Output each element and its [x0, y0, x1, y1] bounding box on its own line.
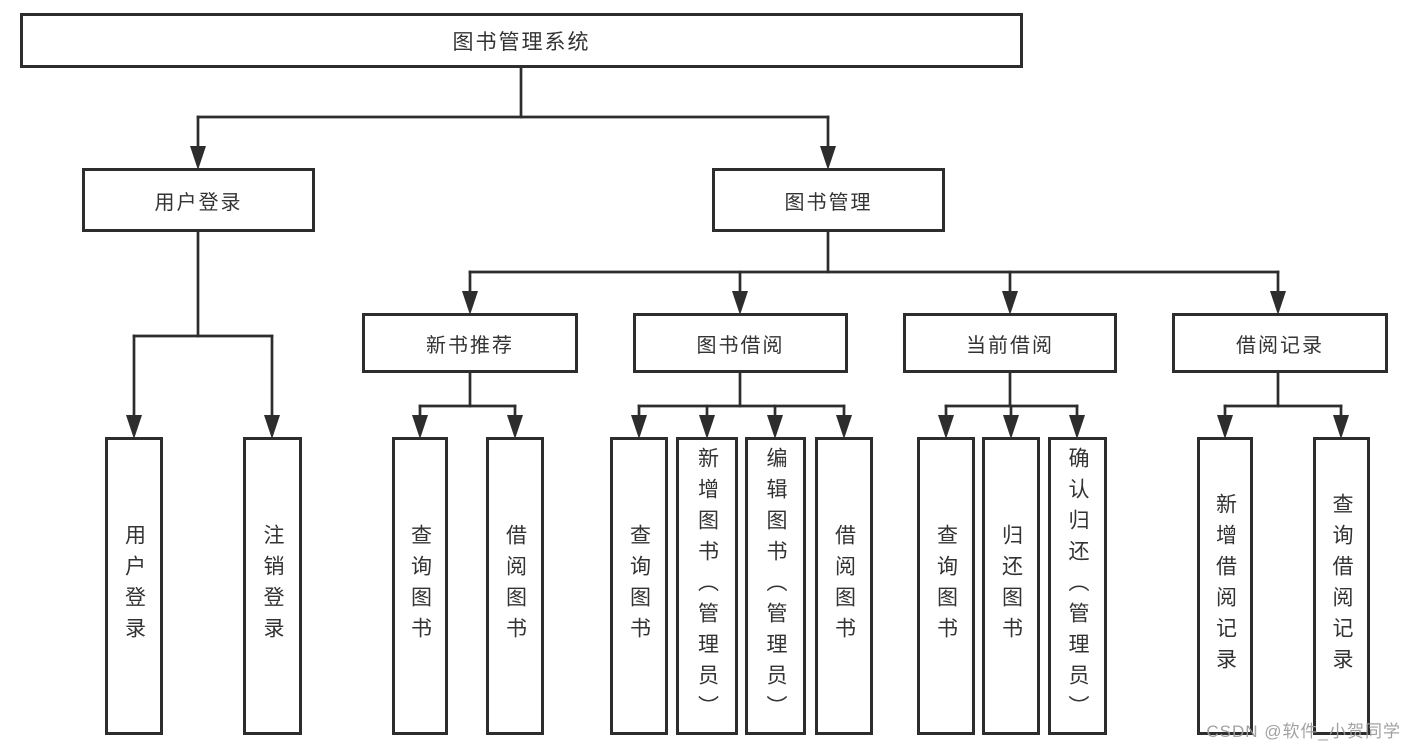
node-book-management: 图书管理 [712, 168, 945, 232]
node-logout-leaf: 注销登录 [243, 437, 302, 735]
node-label: 新增借阅记录 [1213, 493, 1237, 679]
node-label: 借阅图书 [832, 524, 856, 648]
node-label: 用户登录 [154, 191, 243, 214]
node-label: 查询借阅记录 [1330, 493, 1353, 679]
node-borrow-books-recommend: 借阅图书 [486, 437, 544, 735]
node-label: 编辑图书（管理员） [764, 446, 787, 726]
node-library-management-system: 图书管理系统 [20, 13, 1023, 68]
node-label: 查询图书 [934, 524, 958, 648]
node-query-books-recommend: 查询图书 [392, 437, 448, 735]
node-return-book: 归还图书 [982, 437, 1040, 735]
node-label: 查询图书 [627, 524, 651, 648]
node-label: 注销登录 [261, 524, 284, 648]
node-edit-book-admin: 编辑图书（管理员） [745, 437, 806, 735]
node-label: 借阅记录 [1236, 334, 1324, 357]
node-borrow-books-borrowing: 借阅图书 [815, 437, 873, 735]
node-label: 新书推荐 [426, 334, 514, 357]
node-label: 查询图书 [408, 524, 432, 648]
node-add-book-admin: 新增图书（管理员） [676, 437, 738, 735]
csdn-watermark: CSDN @软件_小贺同学 [1206, 722, 1401, 741]
node-label: 借阅图书 [503, 524, 527, 648]
node-query-borrow-record: 查询借阅记录 [1313, 437, 1370, 735]
node-label: 确认归还（管理员） [1066, 446, 1089, 726]
node-label: 图书借阅 [696, 334, 785, 357]
node-label: 当前借阅 [966, 334, 1054, 357]
node-label: 图书管理 [784, 191, 873, 214]
node-label: 归还图书 [999, 524, 1023, 648]
node-borrow-records: 借阅记录 [1172, 313, 1388, 373]
node-book-borrowing: 图书借阅 [633, 313, 848, 373]
node-label: 新增图书（管理员） [695, 446, 719, 726]
node-new-book-recommend: 新书推荐 [362, 313, 578, 373]
node-confirm-return-admin: 确认归还（管理员） [1048, 437, 1107, 735]
node-user-login-leaf: 用户登录 [105, 437, 163, 735]
node-query-books-current: 查询图书 [917, 437, 975, 735]
node-user-login-group: 用户登录 [82, 168, 315, 232]
node-query-books-borrowing: 查询图书 [610, 437, 668, 735]
node-label: 图书管理系统 [452, 30, 591, 54]
node-label: 用户登录 [122, 524, 146, 648]
node-add-borrow-record: 新增借阅记录 [1197, 437, 1253, 735]
node-current-borrowing: 当前借阅 [903, 313, 1117, 373]
